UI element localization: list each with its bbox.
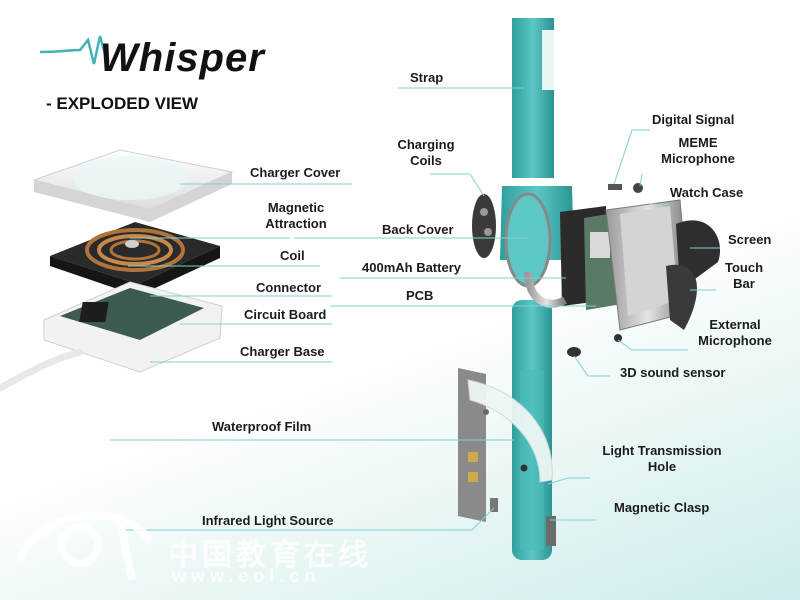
- label-touch-bar: Touch Bar: [724, 260, 764, 291]
- label-watch-case: Watch Case: [670, 185, 744, 200]
- sound-sensor-part: [567, 347, 581, 357]
- label-battery: 400mAh Battery: [362, 260, 461, 275]
- label-magnetic-clasp: Magnetic Clasp: [614, 500, 710, 515]
- label-magnetic-attraction: Magnetic Attraction: [265, 200, 327, 231]
- label-charger-cover: Charger Cover: [250, 165, 341, 180]
- touch-bar: [666, 264, 697, 330]
- label-screen: Screen: [728, 232, 772, 247]
- diagram-subtitle: - EXPLODED VIEW: [46, 94, 199, 113]
- label-charger-base: Charger Base: [240, 344, 325, 359]
- label-digital-signal: Digital Signal: [652, 112, 735, 127]
- watermark-text: 中国教育在线: [168, 539, 372, 572]
- leader-lines: [110, 87, 720, 531]
- brand-logo: Whisper: [100, 36, 265, 80]
- eol-watermark-logo: [16, 511, 154, 581]
- watermark-url: www.eol.cn: [172, 566, 321, 586]
- charger-base: [0, 281, 223, 392]
- label-pcb: PCB: [406, 288, 434, 303]
- label-infrared-light-source: Infrared Light Source: [202, 513, 334, 528]
- label-coil: Coil: [280, 248, 305, 263]
- label-external-microphone: External Microphone: [698, 317, 772, 348]
- label-charging-coils: Charging Coils: [397, 137, 455, 168]
- meme-microphone-part: [633, 183, 643, 193]
- external-microphone-part: [614, 334, 622, 342]
- label-back-cover: Back Cover: [382, 222, 454, 237]
- label-circuit-board: Circuit Board: [244, 307, 327, 322]
- label-connector: Connector: [256, 280, 321, 295]
- label-strap: Strap: [410, 70, 444, 85]
- waterproof-film: [458, 368, 553, 522]
- label-meme-microphone: MEME Microphone: [661, 135, 735, 166]
- label-waterproof-film: Waterproof Film: [212, 419, 312, 434]
- logo-wave-icon: [39, 35, 108, 65]
- charger-cover: [32, 149, 234, 222]
- digital-signal-part: [608, 184, 622, 190]
- label-light-transmission-hole: Light Transmission Hole: [602, 443, 722, 474]
- label-sound-sensor: 3D sound sensor: [620, 365, 726, 380]
- charging-coils: [472, 194, 496, 258]
